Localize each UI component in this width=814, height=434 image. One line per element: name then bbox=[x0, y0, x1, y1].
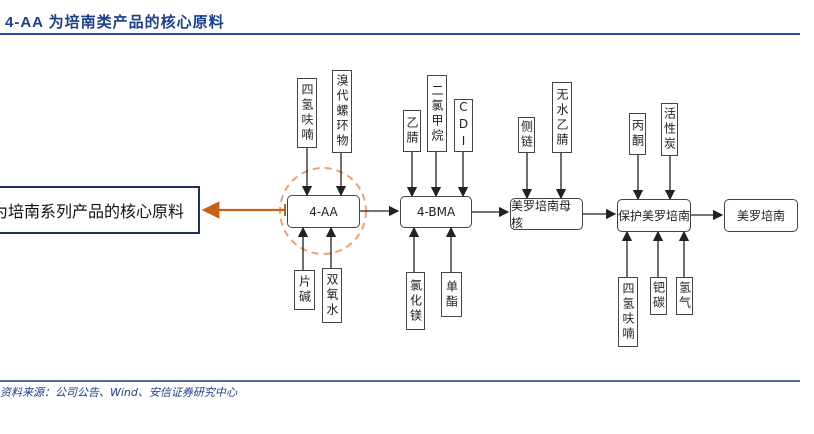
header-divider bbox=[0, 33, 800, 35]
node-protected-meropenem: 保护美罗培南 bbox=[617, 199, 691, 232]
callout-box: 为培南系列产品的核心原料 bbox=[0, 186, 200, 234]
node-meropenem-core: 美罗培南母核 bbox=[510, 198, 583, 230]
page-title: 4-AA 为培南类产品的核心原料 bbox=[5, 14, 225, 31]
input-pd-c: 钯碳 bbox=[650, 277, 667, 315]
input-mgcl2: 氯化镁 bbox=[406, 272, 425, 330]
node-meropenem: 美罗培南 bbox=[724, 199, 798, 232]
input-bromo-spiro: 溴代螺环物 bbox=[332, 70, 352, 153]
source-note: 资料来源：公司公告、Wind、安信证券研究中心 bbox=[0, 386, 237, 399]
input-monoester: 单酯 bbox=[441, 272, 462, 317]
input-hydrogen-peroxide: 双氧水 bbox=[322, 268, 342, 323]
node-4bma: 4-BMA bbox=[400, 196, 472, 228]
input-activated-carbon: 活性炭 bbox=[661, 103, 678, 156]
node-4aa: 4-AA bbox=[287, 195, 360, 228]
input-hydrogen: 氢气 bbox=[676, 277, 693, 315]
input-thf-2: 四氢呋喃 bbox=[618, 277, 638, 347]
input-side-chain: 侧链 bbox=[518, 117, 535, 153]
input-anhydrous-acetonitrile: 无水乙腈 bbox=[552, 82, 572, 153]
input-caustic-soda: 片碱 bbox=[294, 270, 315, 310]
footer-divider bbox=[0, 380, 800, 382]
input-acetonitrile: 乙腈 bbox=[403, 110, 421, 152]
input-acetone: 丙酮 bbox=[629, 113, 646, 155]
input-cdi: CDI bbox=[454, 99, 473, 152]
input-dichloromethane: 二氯甲烷 bbox=[427, 75, 447, 152]
input-thf: 四氢呋喃 bbox=[297, 78, 317, 148]
